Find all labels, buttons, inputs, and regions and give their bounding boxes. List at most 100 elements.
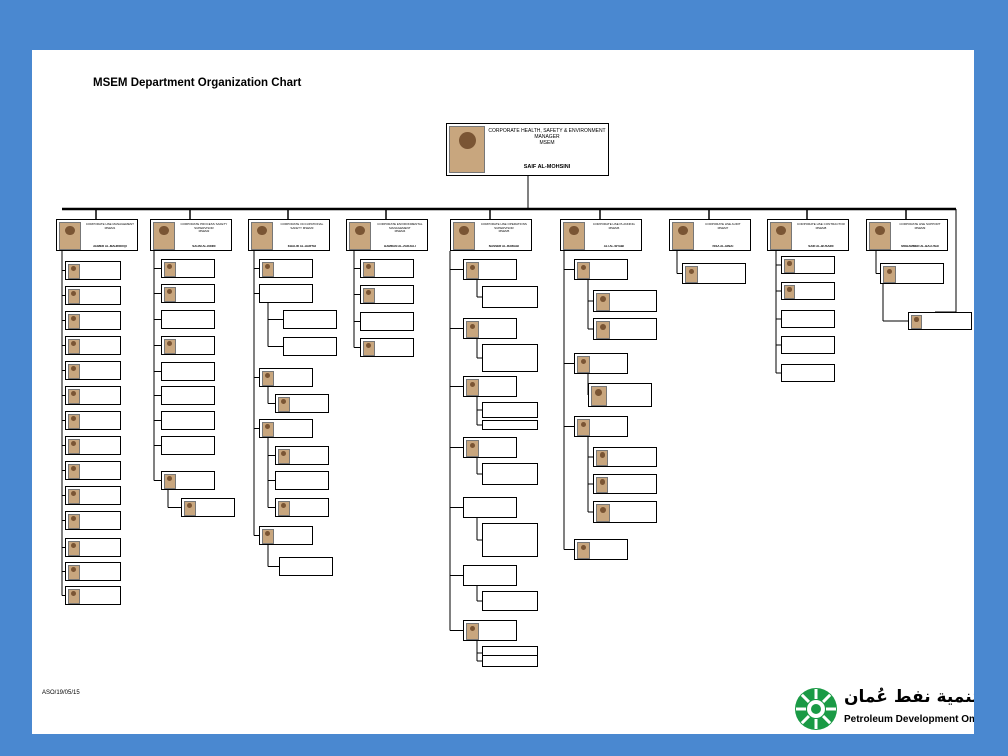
position-box[interactable]	[574, 416, 628, 437]
position-box[interactable]	[65, 586, 121, 605]
position-box[interactable]	[161, 284, 215, 303]
position-box[interactable]	[574, 353, 628, 374]
person-photo	[449, 126, 485, 173]
person-photo	[784, 285, 795, 299]
position-box[interactable]	[161, 362, 215, 381]
position-box[interactable]	[65, 562, 121, 581]
person-photo	[466, 262, 480, 279]
position-box[interactable]	[259, 284, 313, 303]
position-box[interactable]	[275, 498, 329, 517]
position-box[interactable]	[360, 338, 414, 357]
position-box[interactable]	[781, 282, 835, 300]
position-box[interactable]	[65, 386, 121, 405]
position-box[interactable]	[275, 394, 329, 413]
position-box[interactable]	[259, 368, 313, 387]
position-box[interactable]	[781, 364, 835, 382]
position-box[interactable]	[463, 259, 517, 280]
person-photo	[577, 419, 591, 436]
person-name: SALIM AL-KINDI	[192, 245, 216, 248]
position-box[interactable]	[65, 361, 121, 380]
position-box[interactable]	[482, 523, 538, 557]
position-box[interactable]	[463, 620, 517, 641]
position-box[interactable]	[161, 336, 215, 355]
position-box[interactable]	[259, 259, 313, 278]
person-photo	[453, 222, 475, 250]
position-box[interactable]	[259, 419, 313, 438]
person-photo	[784, 259, 795, 273]
person-photo	[68, 339, 80, 354]
position-box[interactable]	[781, 256, 835, 274]
position-box[interactable]	[781, 310, 835, 328]
position-box[interactable]	[161, 436, 215, 455]
position-box[interactable]	[360, 259, 414, 278]
position-box[interactable]	[781, 336, 835, 354]
position-box[interactable]	[463, 437, 517, 458]
position-box[interactable]	[593, 290, 657, 312]
position-box[interactable]	[360, 312, 414, 331]
position-box[interactable]	[65, 286, 121, 305]
person-photo	[164, 262, 176, 277]
position-box[interactable]	[482, 591, 538, 611]
position-box[interactable]	[275, 471, 329, 490]
position-box[interactable]	[908, 312, 972, 330]
manager-box[interactable]: CORPORATE PROCESS SAFETY SUPERVISOR MSEM…	[150, 219, 232, 251]
position-box[interactable]	[463, 376, 517, 397]
position-box[interactable]	[161, 411, 215, 430]
position-box[interactable]	[588, 383, 652, 407]
position-box[interactable]	[161, 386, 215, 405]
position-box[interactable]	[482, 344, 538, 372]
position-box[interactable]	[593, 501, 657, 523]
position-box[interactable]	[482, 402, 538, 418]
position-box[interactable]	[65, 511, 121, 530]
position-box[interactable]	[181, 498, 235, 517]
position-box[interactable]	[463, 318, 517, 339]
position-box[interactable]	[275, 446, 329, 465]
position-box[interactable]	[574, 259, 628, 280]
position-box[interactable]	[463, 497, 517, 518]
pdo-logo: شركة تنمية نفط عُمان Petroleum Developme…	[794, 685, 974, 733]
position-box[interactable]	[259, 526, 313, 545]
position-box[interactable]	[593, 447, 657, 467]
position-box[interactable]	[682, 263, 746, 284]
position-box[interactable]	[593, 318, 657, 340]
position-box[interactable]	[65, 336, 121, 355]
position-box[interactable]	[482, 420, 538, 430]
position-box[interactable]	[161, 259, 215, 278]
position-box[interactable]	[574, 539, 628, 560]
position-box[interactable]	[463, 565, 517, 586]
position-box[interactable]	[65, 411, 121, 430]
position-box[interactable]	[482, 286, 538, 308]
position-box[interactable]	[283, 337, 337, 356]
position-box[interactable]	[65, 538, 121, 557]
position-box[interactable]	[161, 310, 215, 329]
footer-code: ASO/19/05/15	[42, 690, 80, 696]
root-box[interactable]: CORPORATE HEALTH, SAFETY & ENVIRONMENT M…	[446, 123, 609, 176]
root-title: CORPORATE HEALTH, SAFETY & ENVIRONMENT M…	[488, 128, 606, 146]
position-box[interactable]	[65, 486, 121, 505]
position-box[interactable]	[161, 471, 215, 490]
person-photo	[869, 222, 891, 250]
position-box[interactable]	[360, 285, 414, 304]
position-box[interactable]	[65, 261, 121, 280]
manager-box[interactable]: CORPORATE ENVIRONMENTAL MANAGEMENT MSEM4…	[346, 219, 428, 251]
position-box[interactable]	[279, 557, 333, 576]
person-photo	[262, 422, 274, 437]
position-box[interactable]	[880, 263, 944, 284]
position-box[interactable]	[65, 436, 121, 455]
position-box[interactable]	[482, 463, 538, 485]
position-title: CORPORATE HSE AUDIT MSEM7	[705, 223, 741, 230]
manager-box[interactable]: CORPORATE HSE OPERATIONS SUPERVISOR MSEM…	[450, 219, 532, 251]
position-box[interactable]	[65, 461, 121, 480]
position-box[interactable]	[65, 311, 121, 330]
person-photo	[883, 266, 897, 283]
position-box[interactable]	[283, 310, 337, 329]
person-photo	[278, 397, 290, 412]
position-box[interactable]	[482, 655, 538, 667]
position-box[interactable]	[593, 474, 657, 494]
